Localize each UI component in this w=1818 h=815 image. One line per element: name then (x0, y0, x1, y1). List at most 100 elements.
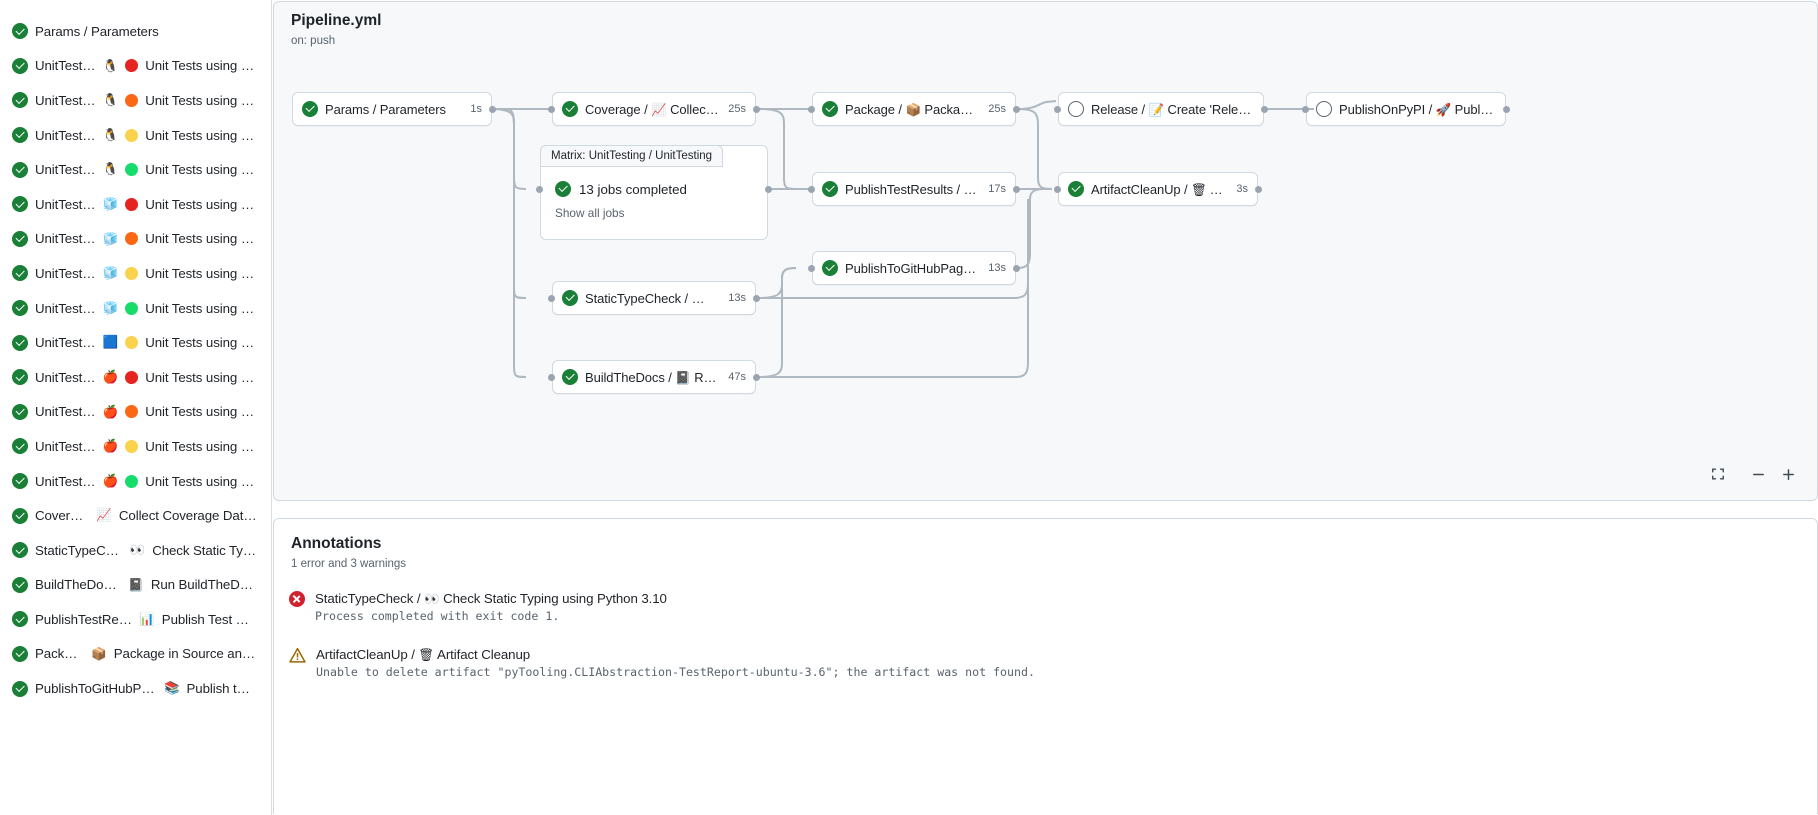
show-all-jobs-link[interactable]: Show all jobs (555, 206, 625, 220)
graph-node-publishtest[interactable]: PublishTestResults / 📊 Pu...17s (812, 172, 1016, 206)
job-emoji-icon: 📚 (163, 681, 180, 696)
graph-node-coverage[interactable]: Coverage / 📈 Collect Cove...25s (552, 92, 756, 126)
sidebar-job-item[interactable]: UnitTesting / 🐧Unit Tests using Pyth... (4, 83, 267, 118)
graph-node-label: Coverage / 📈 Collect Cove... (585, 101, 719, 117)
sidebar-job-suffix: Unit Tests using Pyth... (145, 196, 257, 212)
sidebar-job-item[interactable]: UnitTesting / 🧊Unit Tests using Pyth... (4, 222, 267, 257)
graph-node-pypi[interactable]: PublishOnPyPI / 🚀 Publish to ... (1306, 92, 1506, 126)
job-emoji-icon: 🧊 (102, 231, 119, 246)
zoom-out-button[interactable] (1745, 462, 1771, 486)
graph-node-output-pin (1261, 105, 1268, 113)
graph-node-input-pin (1054, 105, 1061, 113)
sidebar-job-name: PublishToGitHubPages / (35, 681, 157, 697)
graph-node-input-pin (808, 105, 815, 113)
sidebar-job-item[interactable]: UnitTesting / 🧊Unit Tests using Pyth... (4, 291, 267, 326)
success-icon (12, 265, 28, 282)
graph-node-label: Package / 📦 Package in So... (845, 101, 979, 117)
zoom-in-button[interactable] (1775, 462, 1801, 486)
sidebar-job-item[interactable]: Coverage / 📈Collect Coverage Data usi... (4, 498, 267, 533)
job-emoji-icon: 🐧 (102, 162, 119, 177)
graph-node-output-pin (753, 373, 760, 381)
sidebar-job-item[interactable]: UnitTesting / 🐧Unit Tests using Pyth... (4, 152, 267, 187)
success-icon (562, 290, 578, 306)
job-emoji-icon: 🐧 (102, 58, 119, 73)
sidebar-job-item[interactable]: PublishTestResults / 📊Publish Test Resu.… (4, 602, 267, 637)
sidebar-job-item[interactable]: BuildTheDocs / 📓Run BuildTheDocs (4, 568, 267, 603)
success-icon (12, 576, 28, 593)
graph-zoom-controls[interactable] (1705, 462, 1801, 486)
job-emoji-icon: 📦 (905, 102, 921, 117)
sidebar-job-item[interactable]: UnitTesting / 🐧Unit Tests using Pyth... (4, 118, 267, 153)
sidebar-job-name: UnitTesting / (35, 473, 96, 489)
error-icon (289, 591, 305, 607)
success-icon (12, 161, 28, 178)
graph-node-publishpages[interactable]: PublishToGitHubPages / 📚 ...13s (812, 251, 1016, 285)
graph-node-label: StaticTypeCheck / 👀 Chec... (585, 290, 720, 306)
graph-node-input-pin (548, 294, 555, 302)
graph-node-duration: 13s (728, 292, 746, 304)
graph-node-buildthedocs[interactable]: BuildTheDocs / 📓 Run Buil...47s (552, 360, 756, 394)
success-icon (12, 92, 28, 109)
sidebar-job-suffix: Unit Tests using Pyth... (145, 404, 257, 420)
sidebar-job-item[interactable]: UnitTesting / 🍎Unit Tests using Pyth... (4, 464, 267, 499)
sidebar-job-item[interactable]: StaticTypeCheck / 👀Check Static Typing..… (4, 533, 267, 568)
sidebar-job-item[interactable]: Package / 📦Package in Source and Wh... (4, 637, 267, 672)
sidebar-job-name: UnitTesting / (35, 300, 96, 316)
sidebar-job-item[interactable]: UnitTesting / 🟦Unit Tests using Pyth... (4, 325, 267, 360)
graph-node-statictype[interactable]: StaticTypeCheck / 👀 Chec... 13s (552, 281, 756, 315)
sidebar-job-name: UnitTesting / (35, 369, 96, 385)
sidebar-job-item[interactable]: UnitTesting / 🍎Unit Tests using Pyth... (4, 360, 267, 395)
success-icon (12, 334, 28, 351)
annotation-row[interactable]: StaticTypeCheck / 👀 Check Static Typing … (289, 591, 667, 623)
sidebar-job-item[interactable]: UnitTesting / 🧊Unit Tests using Pyth... (4, 256, 267, 291)
success-icon (302, 101, 318, 117)
python-version-dot (125, 336, 139, 350)
success-icon (12, 611, 28, 628)
python-version-dot (125, 370, 139, 384)
python-version-dot (125, 301, 139, 315)
annotations-title: Annotations (291, 535, 382, 552)
sidebar-job-item[interactable]: UnitTesting / 🧊Unit Tests using Pyth... (4, 187, 267, 222)
success-icon (12, 369, 28, 386)
success-icon (12, 23, 28, 40)
matrix-group-unittesting[interactable]: Matrix: UnitTesting / UnitTesting 13 job… (540, 145, 768, 240)
sidebar-job-item[interactable]: UnitTesting / 🐧Unit Tests using Pyth... (4, 49, 267, 84)
warning-icon (289, 647, 306, 664)
graph-node-output-pin (753, 294, 760, 302)
success-icon (12, 473, 28, 490)
success-icon (822, 181, 838, 197)
sidebar-job-item[interactable]: PublishToGitHubPages / 📚Publish to G... (4, 671, 267, 706)
graph-node-package[interactable]: Package / 📦 Package in So...25s (812, 92, 1016, 126)
graph-node-label: PublishToGitHubPages / 📚 ... (845, 260, 980, 276)
sidebar-job-item[interactable]: UnitTesting / 🍎Unit Tests using Pyth... (4, 429, 267, 464)
success-icon (12, 542, 28, 559)
job-emoji-icon: 🍎 (102, 473, 119, 488)
sidebar-job-item[interactable]: Params / Parameters (4, 14, 267, 49)
job-emoji-icon: 📝 (1148, 102, 1165, 117)
graph-node-release[interactable]: Release / 📝 Create 'Release P... (1058, 92, 1264, 126)
graph-node-output-pin (1013, 264, 1020, 272)
fit-to-screen-icon[interactable] (1705, 462, 1731, 486)
workflow-graph-card[interactable]: Pipeline.yml on: push (273, 1, 1818, 501)
matrix-summary-row[interactable]: 13 jobs completed (555, 181, 753, 197)
sidebar-job-item[interactable]: UnitTesting / 🍎Unit Tests using Pyth... (4, 395, 267, 430)
job-emoji-icon: 🧊 (102, 197, 119, 212)
graph-node-artifact[interactable]: ArtifactCleanUp / 🗑 Artifac...3s (1058, 172, 1258, 206)
job-emoji-icon: 🚀 (1435, 102, 1452, 117)
sidebar-job-name: UnitTesting / (35, 127, 96, 143)
sidebar-job-suffix: Unit Tests using Pyth... (145, 162, 257, 178)
graph-node-input-pin (808, 264, 815, 272)
success-icon (562, 101, 578, 117)
job-emoji-icon: 📦 (91, 646, 107, 661)
job-emoji-icon: 🟦 (102, 335, 119, 350)
job-emoji-icon: 👀 (424, 592, 440, 606)
python-version-dot (125, 232, 139, 246)
success-icon (562, 369, 578, 385)
graph-node-label: Params / Parameters (325, 101, 446, 117)
graph-node-label: BuildTheDocs / 📓 Run Buil... (585, 369, 719, 385)
sidebar-job-name: UnitTesting / (35, 335, 96, 351)
